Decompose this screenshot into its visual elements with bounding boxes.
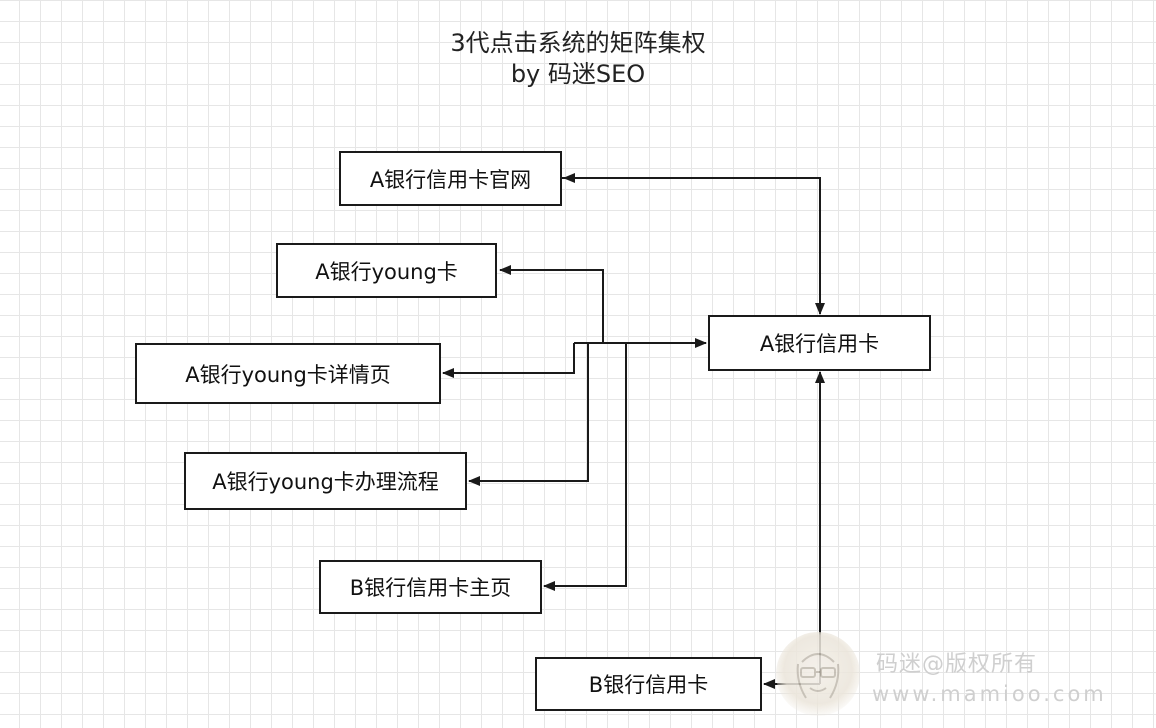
edge-hub-to-b-home	[543, 343, 627, 591]
watermark-avatar-icon	[776, 632, 860, 716]
node-b-home: B银行信用卡主页	[319, 560, 542, 614]
node-a-young-process: A银行young卡办理流程	[184, 452, 467, 510]
node-a-official: A银行信用卡官网	[339, 151, 562, 206]
edge-hub-to-young	[499, 265, 604, 343]
watermark: 码迷@版权所有 www.mamioo.com	[776, 632, 1136, 722]
node-a-card: A银行信用卡	[708, 315, 931, 371]
edge-hub-to-young-process	[468, 343, 589, 486]
diagram-title: 3代点击系统的矩阵集权	[450, 29, 706, 57]
edge-official-to-card	[562, 177, 825, 315]
node-a-young-detail: A银行young卡详情页	[135, 343, 441, 404]
edge-hub-to-young-detail	[442, 343, 575, 378]
node-b-card: B银行信用卡	[535, 657, 762, 711]
watermark-url: www.mamioo.com	[872, 682, 1107, 706]
diagram-subtitle: by 码迷SEO	[510, 60, 646, 88]
node-a-young: A银行young卡	[276, 243, 497, 298]
watermark-copyright: 码迷@版权所有	[876, 652, 1038, 677]
